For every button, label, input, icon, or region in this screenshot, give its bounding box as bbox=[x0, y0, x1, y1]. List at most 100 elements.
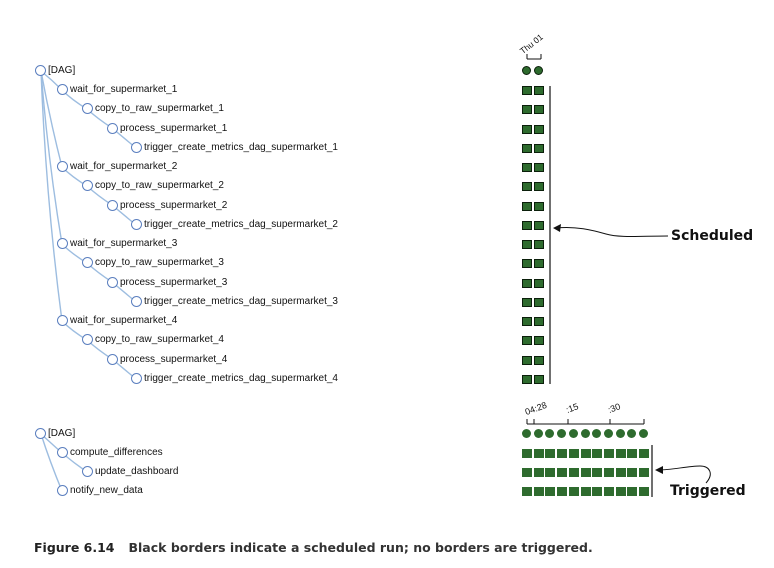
dag2-run-dot[interactable] bbox=[603, 429, 613, 438]
task-instance-cell[interactable] bbox=[534, 317, 544, 326]
dag1-run-dot[interactable] bbox=[522, 66, 531, 75]
task-instance-cell[interactable] bbox=[522, 278, 532, 288]
task-instance-cell[interactable] bbox=[522, 86, 532, 95]
task-instance-cell[interactable] bbox=[557, 468, 568, 477]
task-instance-cell[interactable] bbox=[534, 220, 544, 230]
dag2-run-dot[interactable] bbox=[580, 429, 590, 438]
task-instance-cell[interactable] bbox=[522, 182, 532, 192]
task-instance-cell[interactable] bbox=[522, 124, 532, 134]
task-instance-cell[interactable] bbox=[639, 487, 649, 496]
task-instance-cell[interactable] bbox=[522, 105, 532, 115]
dag2-run-dot[interactable] bbox=[522, 429, 531, 438]
task-instance-cell[interactable] bbox=[522, 163, 532, 172]
task-instance-cell[interactable] bbox=[533, 487, 544, 496]
task-instance-cell[interactable] bbox=[534, 182, 544, 192]
task-instance-cell[interactable] bbox=[534, 297, 544, 307]
dag2-run-dot[interactable] bbox=[639, 429, 648, 438]
task-instance-cell[interactable] bbox=[568, 468, 579, 477]
task-instance-cell[interactable] bbox=[568, 487, 579, 496]
task-instance-cell[interactable] bbox=[522, 240, 532, 249]
task-instance-cell[interactable] bbox=[627, 468, 638, 477]
task-instance-cell[interactable] bbox=[522, 220, 532, 230]
dag2-run-dot[interactable] bbox=[627, 429, 637, 438]
task-instance-cell[interactable] bbox=[557, 487, 568, 496]
task-instance-cell[interactable] bbox=[522, 336, 532, 346]
task-node[interactable] bbox=[131, 141, 142, 153]
task-instance-cell[interactable] bbox=[522, 487, 532, 496]
task-instance-cell[interactable] bbox=[534, 201, 544, 211]
dag2-run-dot[interactable] bbox=[557, 429, 567, 438]
task-instance-cell[interactable] bbox=[534, 86, 544, 95]
task-instance-cell[interactable] bbox=[534, 105, 544, 115]
task-instance-cell[interactable] bbox=[522, 201, 532, 211]
task-instance-cell[interactable] bbox=[533, 449, 544, 458]
task-instance-cell[interactable] bbox=[615, 487, 626, 496]
task-instance-cell[interactable] bbox=[603, 487, 614, 496]
dag2-run-dot[interactable] bbox=[545, 429, 555, 438]
task-instance-cell[interactable] bbox=[533, 468, 544, 477]
task-instance-cell[interactable] bbox=[534, 259, 544, 269]
task-instance-cell[interactable] bbox=[534, 240, 544, 249]
task-instance-cell[interactable] bbox=[522, 468, 532, 477]
task-instance-cell[interactable] bbox=[615, 449, 626, 458]
task-instance-cell[interactable] bbox=[592, 487, 603, 496]
task-node[interactable] bbox=[57, 315, 68, 326]
task-node[interactable] bbox=[82, 103, 93, 115]
task-instance-cell[interactable] bbox=[627, 487, 638, 496]
task-instance-cell[interactable] bbox=[534, 374, 544, 384]
task-instance-cell[interactable] bbox=[522, 143, 532, 153]
dag1-root-node[interactable] bbox=[35, 65, 46, 76]
task-node[interactable] bbox=[131, 295, 142, 307]
task-node[interactable] bbox=[57, 84, 68, 95]
task-node[interactable] bbox=[82, 180, 93, 192]
task-node[interactable] bbox=[82, 334, 93, 346]
task-instance-cell[interactable] bbox=[545, 449, 556, 458]
task-instance-cell[interactable] bbox=[534, 163, 544, 172]
task-instance-cell[interactable] bbox=[580, 468, 591, 477]
task-instance-cell[interactable] bbox=[534, 336, 544, 346]
task-instance-cell[interactable] bbox=[568, 449, 579, 458]
task-node[interactable] bbox=[57, 485, 68, 496]
dag2-run-dot[interactable] bbox=[533, 429, 543, 438]
task-instance-cell[interactable] bbox=[534, 124, 544, 134]
dag2-run-dot[interactable] bbox=[615, 429, 625, 438]
task-instance-cell[interactable] bbox=[534, 355, 544, 365]
task-instance-cell[interactable] bbox=[522, 259, 532, 269]
task-instance-cell[interactable] bbox=[534, 143, 544, 153]
task-instance-cell[interactable] bbox=[580, 449, 591, 458]
task-node[interactable] bbox=[57, 238, 68, 249]
task-instance-cell[interactable] bbox=[522, 355, 532, 365]
task-node[interactable] bbox=[107, 122, 118, 134]
task-instance-cell[interactable] bbox=[534, 278, 544, 288]
task-instance-cell[interactable] bbox=[522, 449, 532, 458]
task-node[interactable] bbox=[131, 372, 142, 384]
task-node[interactable] bbox=[107, 353, 118, 365]
task-node[interactable] bbox=[107, 276, 118, 288]
task-node[interactable] bbox=[82, 257, 93, 269]
task-instance-cell[interactable] bbox=[580, 487, 591, 496]
task-instance-cell[interactable] bbox=[603, 449, 614, 458]
dag2-run-dot[interactable] bbox=[592, 429, 602, 438]
task-label: compute_differences bbox=[70, 447, 163, 458]
task-instance-cell[interactable] bbox=[639, 468, 649, 477]
task-instance-cell[interactable] bbox=[545, 487, 556, 496]
dag1-run-dot[interactable] bbox=[534, 66, 543, 75]
task-instance-cell[interactable] bbox=[592, 449, 603, 458]
dag2-run-dot[interactable] bbox=[568, 429, 578, 438]
task-instance-cell[interactable] bbox=[522, 317, 532, 326]
task-instance-cell[interactable] bbox=[615, 468, 626, 477]
task-instance-cell[interactable] bbox=[522, 374, 532, 384]
task-instance-cell[interactable] bbox=[545, 468, 556, 477]
task-node[interactable] bbox=[131, 218, 142, 230]
task-instance-cell[interactable] bbox=[639, 449, 649, 458]
task-instance-cell[interactable] bbox=[603, 468, 614, 477]
task-node[interactable] bbox=[57, 447, 68, 458]
task-node[interactable] bbox=[82, 466, 93, 477]
task-instance-cell[interactable] bbox=[627, 449, 638, 458]
dag2-root-node[interactable] bbox=[35, 428, 46, 439]
task-node[interactable] bbox=[107, 199, 118, 211]
task-instance-cell[interactable] bbox=[557, 449, 568, 458]
task-instance-cell[interactable] bbox=[522, 297, 532, 307]
task-instance-cell[interactable] bbox=[592, 468, 603, 477]
task-node[interactable] bbox=[57, 161, 68, 172]
